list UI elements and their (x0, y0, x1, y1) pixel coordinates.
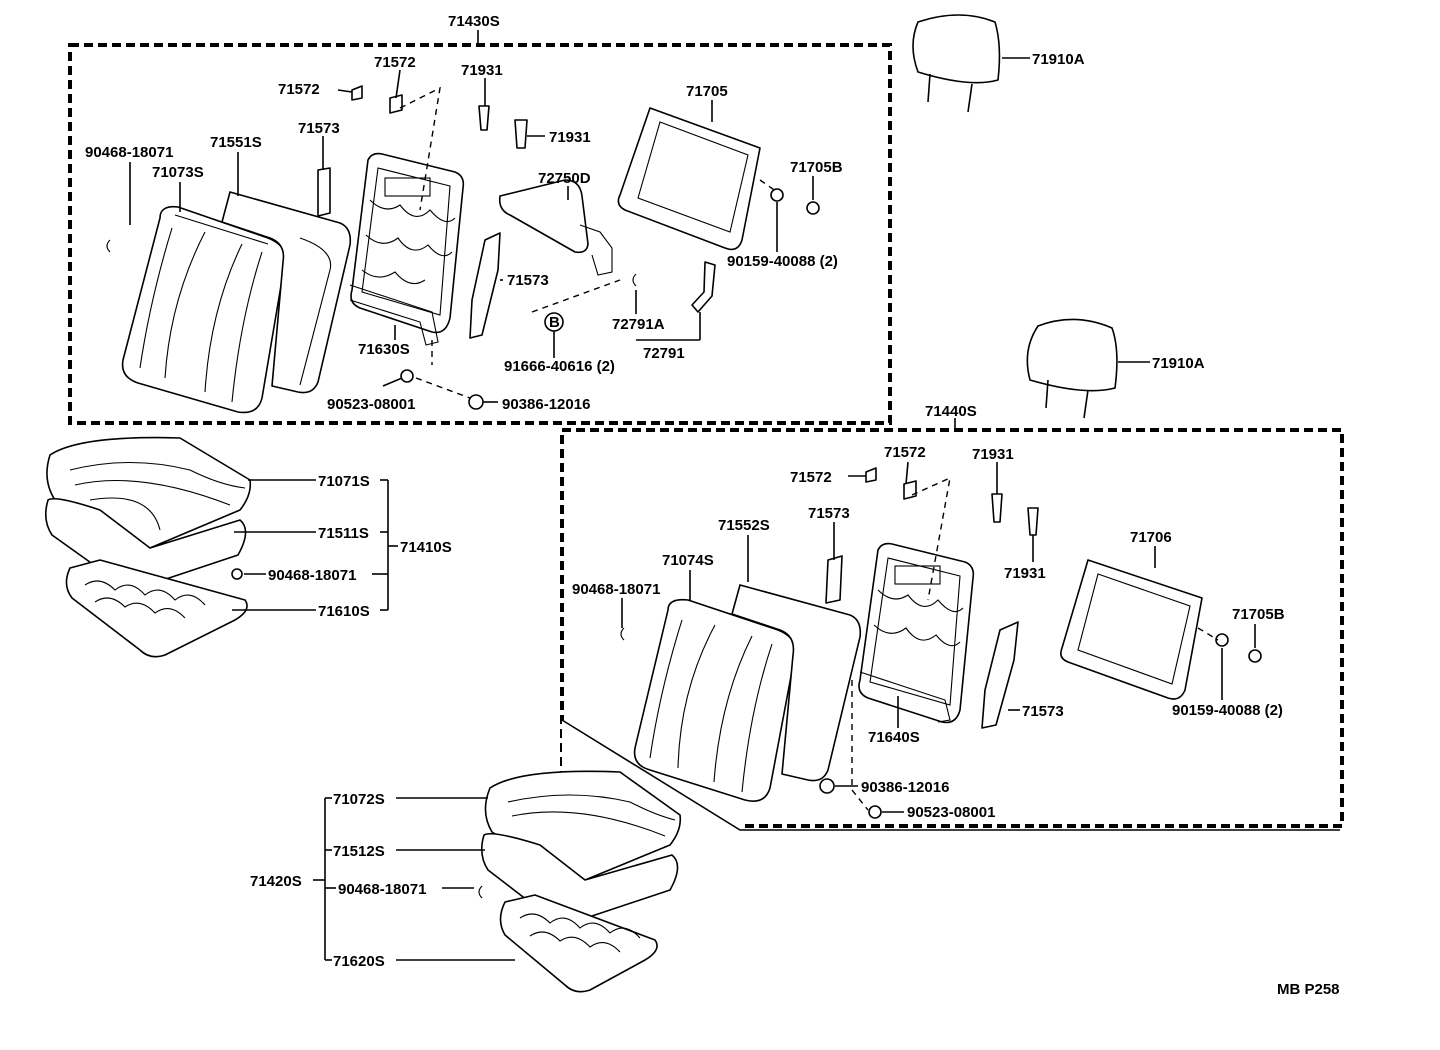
headrest-lower-drawing (1026, 318, 1118, 392)
front-seatback-assembly-label[interactable]: 71430S (448, 13, 500, 30)
rear-clip-71572-a-label[interactable]: 71572 (790, 469, 832, 486)
rear-hinge-cover-left-label[interactable]: 71573 (808, 505, 850, 522)
front-cushion-cover-label[interactable]: 71071S (318, 473, 370, 490)
rear-cushion-cover-label[interactable]: 71074S (662, 552, 714, 569)
front-back-board-label[interactable]: 71705 (686, 83, 728, 100)
rear-screw-drawing (1215, 633, 1229, 647)
front-lumbar-bar-drawing (498, 179, 589, 254)
rear-seatback-pad-label[interactable]: 71552S (718, 517, 770, 534)
rear-headrest-support-a-drawing (991, 493, 1003, 523)
rear-screw-label[interactable]: 90159-40088 (2) (1172, 702, 1283, 719)
front-hinge-cover-left-drawing (317, 167, 331, 217)
rear-clip-a-drawing (865, 467, 877, 483)
front-headrest-support-b-label[interactable]: 71931 (549, 129, 591, 146)
front-cushion-pad-label[interactable]: 71511S (318, 525, 369, 542)
front-headrest-support-b-drawing (514, 119, 528, 149)
rear-seatback-frame-label[interactable]: 71640S (868, 729, 920, 746)
front-clip-hog-ring-label[interactable]: 90468-18071 (85, 144, 173, 161)
rear-seatback-assembly-label[interactable]: 71440S (925, 403, 977, 420)
front-hinge-cover-left-label[interactable]: 71573 (298, 120, 340, 137)
front-hinge-cover-right-drawing (469, 232, 501, 339)
rear-cushion-assembly-label[interactable]: 71420S (250, 873, 302, 890)
front-clip-71572-a-label[interactable]: 71572 (278, 81, 320, 98)
front-headrest-support-a-drawing (478, 105, 490, 131)
rear-cushion-group: 71072S 71512S 90468-18071 71620S 71420S (250, 770, 682, 993)
front-button-label[interactable]: 71705B (790, 159, 843, 176)
front-bolt-b-label[interactable]: 91666-40616 (2) (504, 358, 615, 375)
front-screw-label[interactable]: 90159-40088 (2) (727, 253, 838, 270)
front-back-board-drawing (617, 107, 761, 251)
front-screw-drawing (770, 188, 784, 202)
rear-button-label[interactable]: 71705B (1232, 606, 1285, 623)
rear-nut-drawing (819, 778, 835, 794)
front-seatback-frame-drawing (349, 152, 465, 346)
front-nut-washer-label[interactable]: 90523-08001 (327, 396, 415, 413)
rear-back-board-label[interactable]: 71706 (1130, 529, 1172, 546)
front-b-marker-label: B (549, 314, 560, 331)
rear-headrest-support-b-label[interactable]: 71931 (1004, 565, 1046, 582)
front-button-drawing (806, 201, 820, 215)
front-headrest-support-a-label[interactable]: 71931 (461, 62, 503, 79)
front-lever-assy-label[interactable]: 72791 (643, 345, 685, 362)
front-clip-b-drawing (389, 94, 403, 114)
rear-cushion-pad-label[interactable]: 71512S (333, 843, 385, 860)
front-hinge-cover-right-label[interactable]: 71573 (507, 272, 549, 289)
rear-nut-washer-label[interactable]: 90523-08001 (907, 804, 995, 821)
page-code: MB P258 (1277, 981, 1340, 998)
rear-cushion-clip-label[interactable]: 90468-18071 (338, 881, 426, 898)
front-lumbar-mechanism-drawing (579, 224, 613, 276)
rear-clip-71572-b-label[interactable]: 71572 (884, 444, 926, 461)
front-cushion-cover-label[interactable]: 71073S (152, 164, 204, 181)
front-nut-label[interactable]: 90386-12016 (502, 396, 590, 413)
rear-cushion-cover-label[interactable]: 71072S (333, 791, 385, 808)
headrest-upper-label[interactable]: 71910A (1032, 51, 1085, 68)
rear-back-board-drawing (1060, 559, 1203, 700)
front-cushion-clip-label[interactable]: 90468-18071 (268, 567, 356, 584)
front-seatback-frame-label[interactable]: 71630S (358, 341, 410, 358)
front-lumbar-bar-label[interactable]: 72750D (538, 170, 591, 187)
front-hog-ring-drawing (106, 239, 111, 253)
rear-seatback-frame-drawing (858, 542, 975, 724)
front-seatback-pad-label[interactable]: 71551S (210, 134, 262, 151)
rear-nut-label[interactable]: 90386-12016 (861, 779, 949, 796)
headrest-lower-group: 71910A (1026, 318, 1205, 419)
front-lever-clip-drawing (632, 273, 637, 287)
rear-nut-washer-drawing (868, 805, 882, 819)
front-cushion-frame-label[interactable]: 71610S (318, 603, 370, 620)
front-nut-washer-drawing (400, 369, 414, 383)
headrest-upper-drawing (912, 14, 1001, 84)
front-lever-label[interactable]: 72791A (612, 316, 665, 333)
rear-cushion-frame-label[interactable]: 71620S (333, 953, 385, 970)
front-nut-drawing (468, 394, 484, 410)
rear-hinge-cover-right-drawing (981, 621, 1019, 729)
rear-hog-ring-drawing (620, 627, 625, 641)
rear-cushion-clip-drawing (478, 885, 483, 899)
headrest-lower-label[interactable]: 71910A (1152, 355, 1205, 372)
front-clip-a-drawing (351, 85, 363, 101)
front-cushion-frame-drawing (65, 559, 248, 658)
front-cushion-assembly-label[interactable]: 71410S (400, 539, 452, 556)
rear-cushion-frame-drawing (499, 894, 658, 993)
front-seatback-group: 71430S (68, 13, 892, 425)
rear-headrest-support-b-drawing (1027, 507, 1039, 536)
front-cushion-clip-drawing (231, 568, 243, 580)
front-cushion-group: 71071S 71511S 90468-18071 71610S 71410S (44, 436, 452, 658)
front-lever-drawing (691, 261, 716, 313)
rear-headrest-support-a-label[interactable]: 71931 (972, 446, 1014, 463)
front-clip-71572-b-label[interactable]: 71572 (374, 54, 416, 71)
rear-clip-hog-ring-label[interactable]: 90468-18071 (572, 581, 660, 598)
headrest-upper-group: 71910A (912, 14, 1085, 113)
rear-seatback-group: 71440S (560, 403, 1344, 831)
rear-seatback-cover-drawing (633, 598, 797, 802)
front-seatback-pad-drawing (221, 191, 352, 394)
front-seatback-frame-box (68, 43, 892, 425)
rear-hinge-cover-right-label[interactable]: 71573 (1022, 703, 1064, 720)
rear-hinge-cover-left-drawing (825, 555, 843, 604)
rear-seatback-pad-drawing (731, 584, 862, 782)
rear-button-drawing (1248, 649, 1262, 663)
front-seatback-cover-drawing (121, 205, 287, 414)
